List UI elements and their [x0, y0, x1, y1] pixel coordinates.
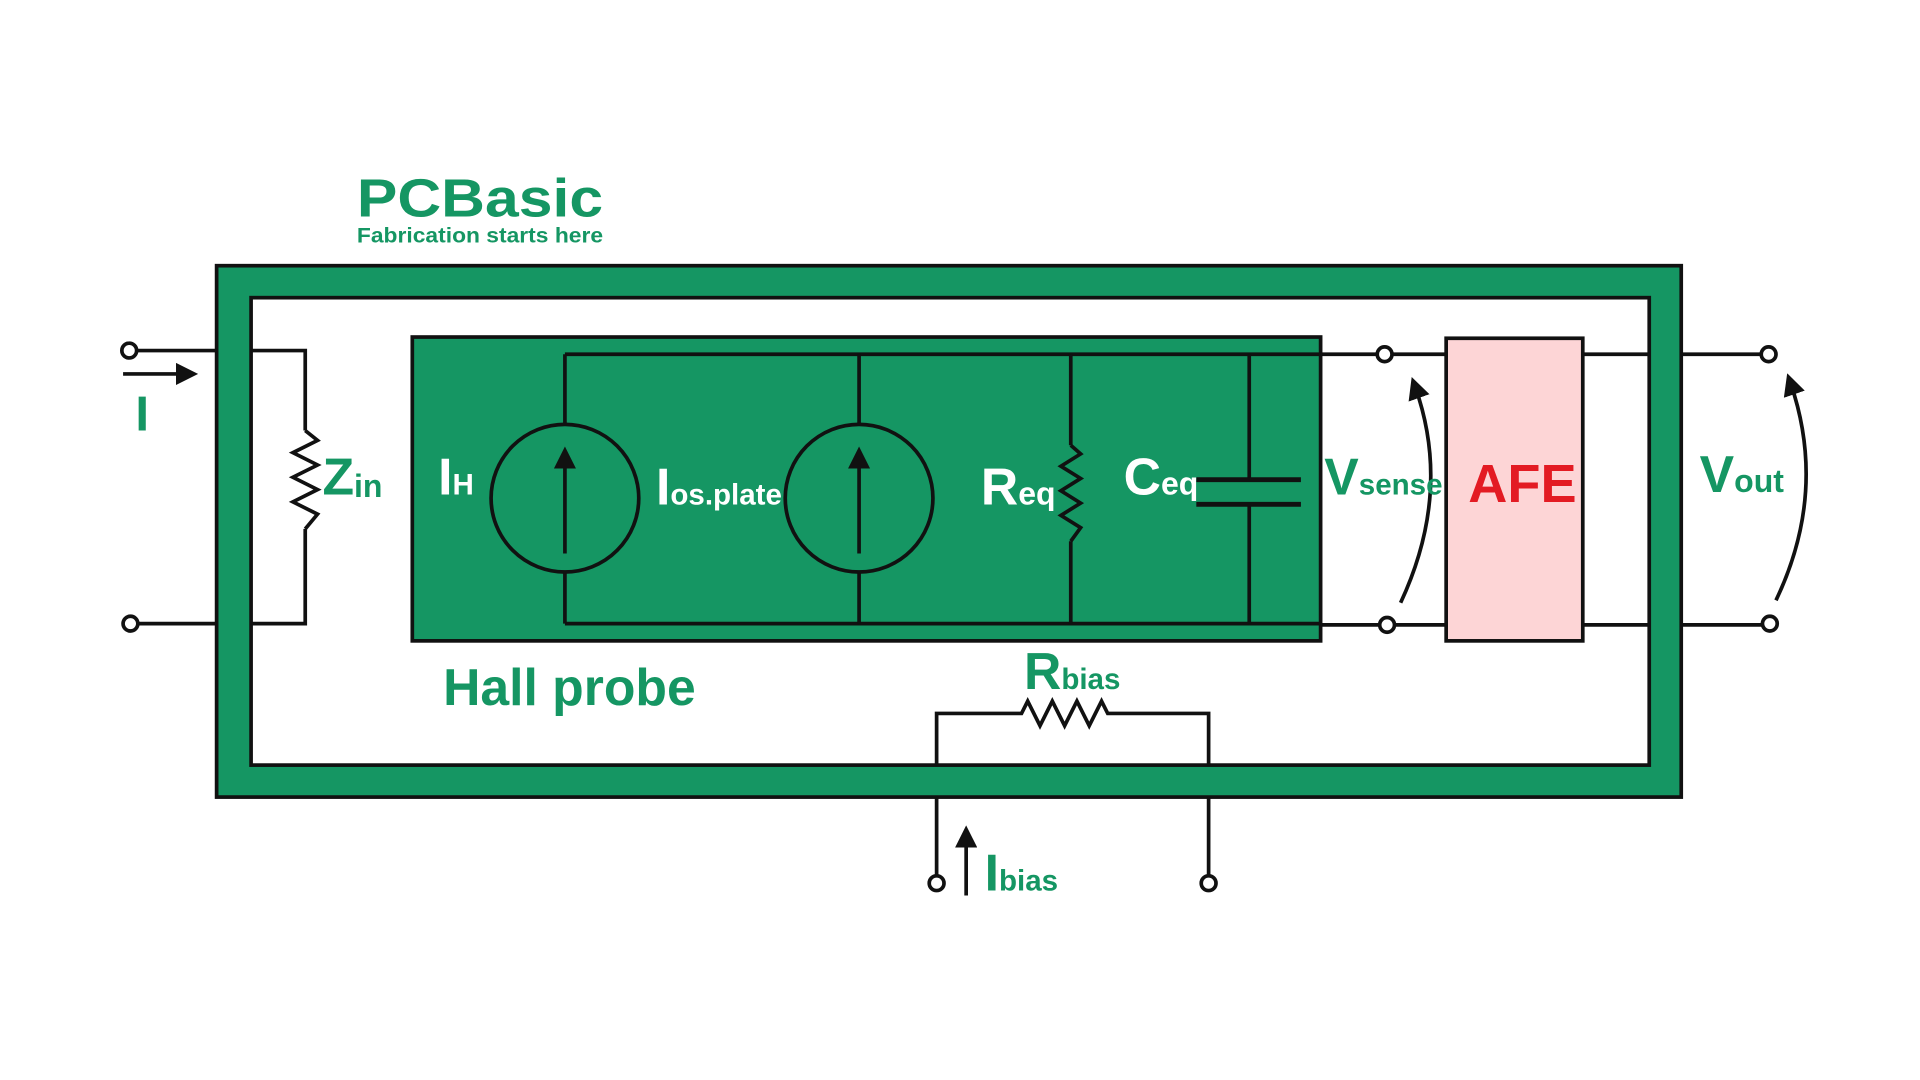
- req-label: Req: [981, 457, 1056, 515]
- terminals: [120, 341, 1780, 893]
- hall-probe-block: [410, 335, 1323, 643]
- ih-label: IH: [438, 448, 474, 506]
- ceq-label: Ceq: [1124, 448, 1199, 506]
- vsense-arrow: [1398, 377, 1433, 604]
- rbias-label: Rbias: [1024, 642, 1120, 700]
- ios-label: Ios.plate: [656, 457, 782, 515]
- hall-probe-label: Hall probe: [443, 658, 696, 716]
- svg-text:PCBasic: PCBasic: [357, 169, 603, 229]
- vout-arrow: [1774, 373, 1808, 602]
- afe-block: [1444, 336, 1585, 643]
- logo: PCBasic Fabrication starts here: [357, 169, 603, 248]
- afe-label: AFE: [1468, 454, 1576, 514]
- input-current-label: I: [135, 387, 149, 442]
- svg-text:Fabrication starts here: Fabrication starts here: [357, 224, 603, 247]
- vout-label: Vout: [1700, 445, 1785, 503]
- wires: [135, 348, 1763, 876]
- ceq-capacitor: [1196, 477, 1301, 507]
- zin-label: Zin: [322, 448, 382, 506]
- ios-current-source: [783, 422, 935, 574]
- zin-resistor: [288, 429, 322, 531]
- arrows: [123, 362, 1808, 896]
- ih-current-source: [489, 422, 641, 574]
- vsense-label: Vsense: [1324, 448, 1442, 506]
- ibias-label: Ibias: [985, 844, 1058, 902]
- req-resistor: [1057, 443, 1085, 543]
